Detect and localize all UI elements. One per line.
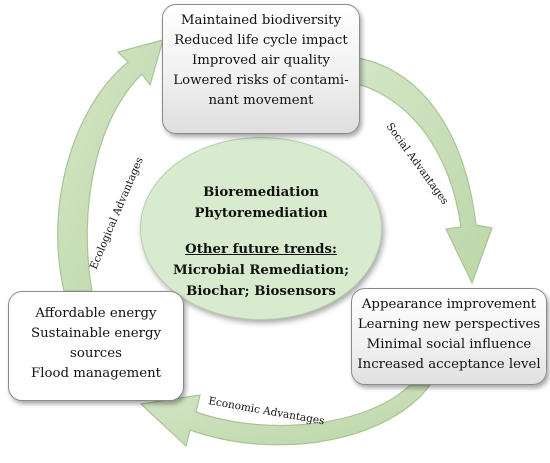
box-line: Flood management	[30, 366, 162, 381]
center-ellipse: Bioremediation Phytoremediation Other fu…	[140, 137, 382, 320]
box-line: Lowered risks of contami-	[173, 73, 349, 88]
center-line-bioremediation: Bioremediation	[203, 185, 319, 200]
box-line: Affordable energy	[35, 306, 157, 321]
social-benefits-box: Appearance improvement Learning new pers…	[351, 288, 547, 385]
box-line: sources	[70, 346, 122, 361]
center-heading-future-trends: Other future trends:	[185, 242, 337, 257]
social-arrow	[357, 57, 493, 285]
box-line: Minimal social influence	[366, 337, 532, 352]
box-line: Increased acceptance level	[357, 357, 541, 372]
box-line: Learning new perspectives	[357, 317, 541, 332]
box-line: Reduced life cycle impact	[174, 33, 348, 48]
center-gap	[141, 224, 381, 239]
box-line: Maintained biodiversity	[180, 13, 342, 28]
center-line-phytoremediation: Phytoremediation	[194, 206, 328, 221]
box-line: Sustainable energy	[30, 326, 162, 341]
box-line: nant movement	[208, 93, 314, 108]
box-line: Appearance improvement	[361, 297, 537, 312]
ecological-benefits-box: Maintained biodiversity Reduced life cyc…	[162, 4, 360, 134]
ecological-advantages-label: Ecological Advantages	[88, 156, 146, 272]
economic-benefits-box: Affordable energy Sustainable energy sou…	[8, 291, 184, 401]
center-line-microbial: Microbial Remediation;	[172, 263, 350, 278]
economic-arrow	[139, 384, 432, 448]
center-line-biochar: Biochar; Biosensors	[186, 284, 336, 299]
box-line: Improved air quality	[192, 53, 330, 68]
